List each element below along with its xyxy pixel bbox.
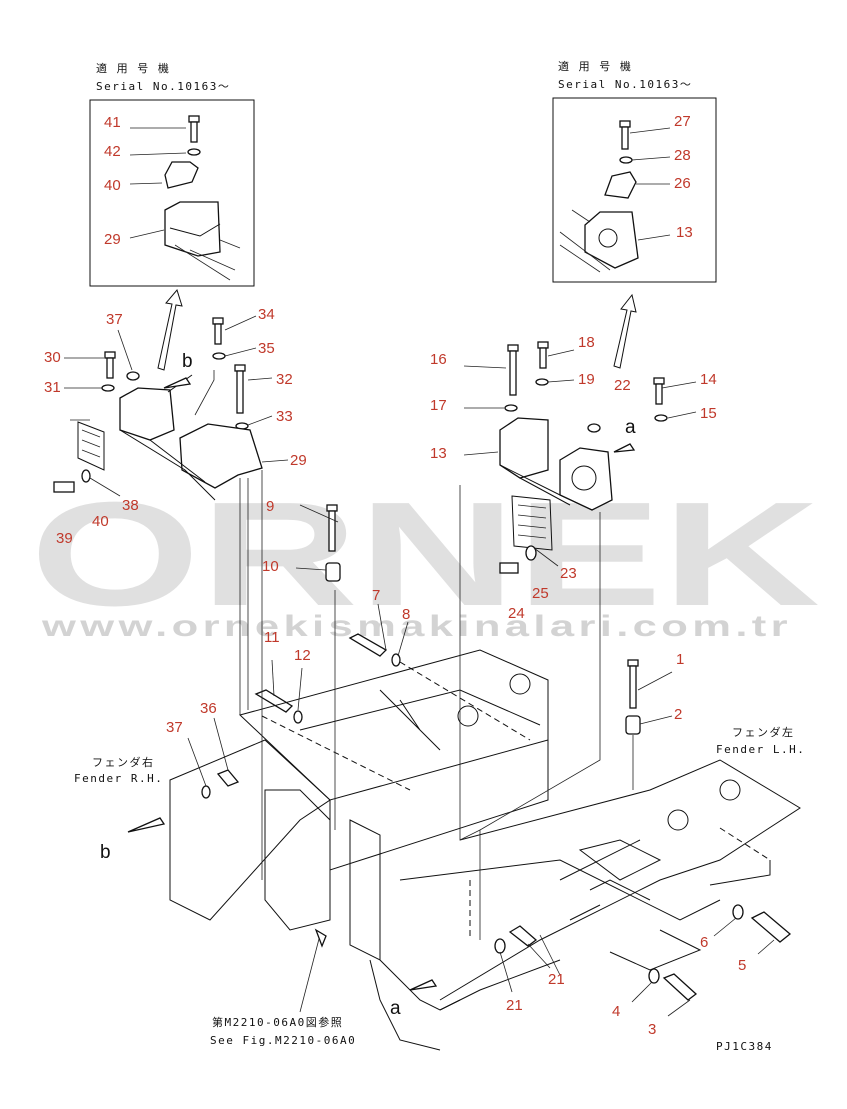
arrow-to-right-inset (613, 293, 637, 369)
callout-1: 1 (676, 651, 684, 668)
inset-left: 適 用 号 機 Serial No.10163～ (89, 61, 255, 287)
callout-36: 36 (200, 700, 217, 717)
inset-right: 適 用 号 機 Serial No.10163～ (552, 59, 717, 283)
callout-43: 41 (104, 114, 121, 131)
view-label-b-top: b (182, 351, 193, 372)
inset-right-applicable: 適 用 号 機 (558, 59, 632, 73)
callout-14: 14 (700, 371, 717, 388)
inset-right-frame (552, 97, 717, 283)
callout-12: 12 (294, 647, 311, 664)
fender-lh-jp: フェンダ左 (732, 725, 795, 739)
callout-22: 22 (614, 377, 631, 394)
hardware-middle (201, 504, 792, 1001)
inset-right-serial: Serial No.10163～ (558, 78, 692, 91)
drawing-code: PJ1C384 (716, 1040, 773, 1053)
callout-35: 35 (258, 340, 275, 357)
callout-19: 19 (578, 371, 595, 388)
callout-32: 32 (276, 371, 293, 388)
view-arrows: b a b a (100, 351, 636, 1019)
callout-23: 23 (560, 565, 577, 582)
callout-15: 15 (700, 405, 717, 422)
callout-9: 9 (266, 498, 274, 515)
callout-44: 42 (104, 143, 121, 160)
callout-10: 10 (262, 558, 279, 575)
callout-3: 3 (648, 1021, 656, 1038)
callout-6: 6 (700, 934, 708, 951)
callout-38: 37 (106, 311, 123, 328)
view-label-a-bottom: a (390, 998, 401, 1019)
notes: フェンダ右 Fender R.H. フェンダ左 Fender L.H. 第M22… (74, 725, 805, 1053)
watermark-url: www.ornekismakinalari.com.tr (41, 610, 792, 643)
callout-29-inset: 29 (104, 231, 121, 248)
callout-8: 8 (402, 606, 410, 623)
callout-27: 27 (674, 113, 691, 130)
callout-40: 39 (56, 530, 73, 547)
inset-left-serial: Serial No.10163～ (96, 80, 230, 93)
callout-leaders (64, 315, 775, 1017)
main-frame (169, 649, 801, 1051)
callout-5: 5 (738, 957, 746, 974)
callout-2: 2 (674, 706, 682, 723)
fender-lh: Fender L.H. (716, 743, 805, 756)
watermark: ORNEK www.ornekismakinalari.com.tr (30, 472, 820, 643)
view-label-b-bottom: b (100, 842, 111, 863)
callout-42: 40 (104, 177, 121, 194)
see-fig-jp: 第M2210-06A0図参照 (212, 1015, 343, 1029)
arrow-to-left-inset (157, 288, 183, 371)
bracket-left (53, 317, 263, 501)
callout-34: 34 (258, 306, 275, 323)
callout-37: 37 (166, 719, 183, 736)
watermark-brand: ORNEK (30, 472, 820, 637)
fender-rh-jp: フェンダ右 (92, 755, 155, 769)
callout-7: 7 (372, 587, 380, 604)
view-label-a-top: a (625, 417, 636, 438)
bracket-right (499, 341, 668, 574)
callout-28: 28 (674, 147, 691, 164)
callout-18: 18 (578, 334, 595, 351)
leader-lines (239, 470, 771, 1013)
callout-29: 29 (290, 452, 307, 469)
callout-4: 4 (612, 1003, 620, 1020)
callout-24: 24 (508, 605, 525, 622)
callout-16: 16 (430, 351, 447, 368)
fender-rh: Fender R.H. (74, 772, 163, 785)
callout-11: 11 (264, 629, 280, 646)
callout-39: 38 (122, 497, 139, 514)
callout-26: 26 (674, 175, 691, 192)
callout-21: 21 (506, 997, 523, 1014)
callout-20: 21 (548, 971, 565, 988)
inset-left-frame (89, 99, 255, 287)
inset-left-applicable: 適 用 号 機 (96, 61, 170, 75)
callout-13: 13 (430, 445, 447, 462)
callout-13-inset: 13 (676, 224, 693, 241)
callout-33: 33 (276, 408, 293, 425)
callout-17: 17 (430, 397, 447, 414)
callout-25: 25 (532, 585, 549, 602)
callout-41: 40 (92, 513, 109, 530)
callout-31: 31 (44, 379, 61, 396)
see-fig: See Fig.M2210-06A0 (210, 1034, 356, 1047)
callouts: 41 42 40 29 27 28 26 13 37 30 31 34 35 3… (44, 113, 746, 1038)
callout-30: 30 (44, 349, 61, 366)
